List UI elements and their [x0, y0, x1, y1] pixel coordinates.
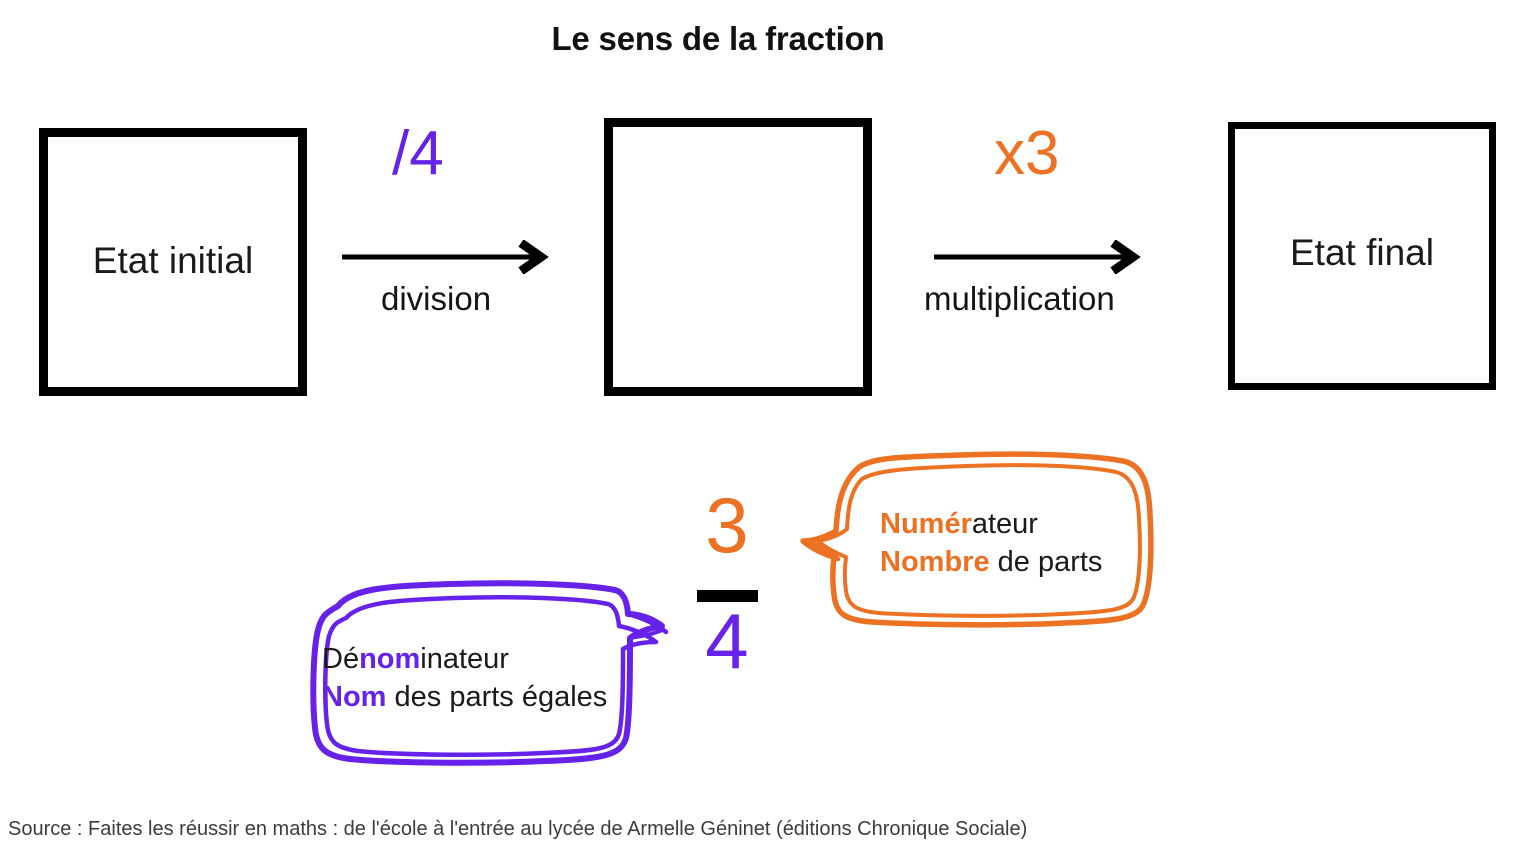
callout-numerateur-line2: Nombre de parts: [880, 543, 1102, 581]
fraction-bar: [697, 590, 758, 602]
callout-denominateur-line2: Nom des parts égales: [322, 678, 607, 716]
source-caption: Source : Faites les réussir en maths : d…: [8, 818, 1028, 840]
callout-denominateur-line2-bold: Nom: [322, 681, 387, 714]
operation-multiplication: x3 multiplication: [924, 110, 1156, 330]
callout-numerateur-line2-rest: de parts: [989, 546, 1103, 579]
callout-denominateur-line1-bold: nom: [359, 643, 421, 675]
state-box-final: Etat final: [1228, 122, 1496, 390]
callout-numerateur-line1: Numérateur: [880, 505, 1102, 543]
callout-denominateur-line2-rest: des parts égales: [386, 681, 608, 714]
speech-bubble-purple-icon: [310, 580, 669, 766]
callout-denominateur-line1-rest: inateur: [420, 643, 509, 675]
right-arrow-icon: [342, 240, 549, 274]
fraction-denominator: 4: [705, 597, 749, 685]
callout-denominateur-line1: Dénominateur: [322, 640, 607, 678]
callout-numerateur-text: Numérateur Nombre de parts: [880, 505, 1102, 582]
fraction-three-quarters: 3 4: [679, 486, 775, 698]
callout-denominateur-line1-lead: Dé: [322, 643, 360, 675]
fraction-numerator: 3: [705, 481, 749, 569]
callout-numerateur: Numérateur Nombre de parts: [800, 445, 1160, 635]
state-box-final-label: Etat final: [1290, 231, 1434, 273]
division-label: division: [381, 280, 492, 317]
callout-numerateur-line1-rest: ateur: [971, 508, 1038, 540]
callout-denominateur-text: Dénominateur Nom des parts égales: [322, 640, 607, 717]
page-title: Le sens de la fraction: [551, 20, 885, 57]
callout-numerateur-line2-bold: Nombre: [880, 546, 990, 579]
right-arrow-icon: [934, 240, 1141, 274]
callout-numerateur-line1-bold: Numér: [880, 508, 972, 540]
callout-denominateur: Dénominateur Nom des parts égales: [300, 570, 675, 780]
speech-bubble-orange-icon: [800, 451, 1154, 628]
operation-division: /4 division: [340, 110, 560, 330]
state-box-initial-label: Etat initial: [92, 239, 254, 281]
state-box-middle: [604, 118, 872, 396]
multiplication-label: multiplication: [924, 280, 1115, 317]
division-factor-label: /4: [392, 119, 444, 188]
state-box-initial: Etat initial: [39, 128, 307, 396]
multiplication-factor-label: x3: [994, 119, 1060, 188]
